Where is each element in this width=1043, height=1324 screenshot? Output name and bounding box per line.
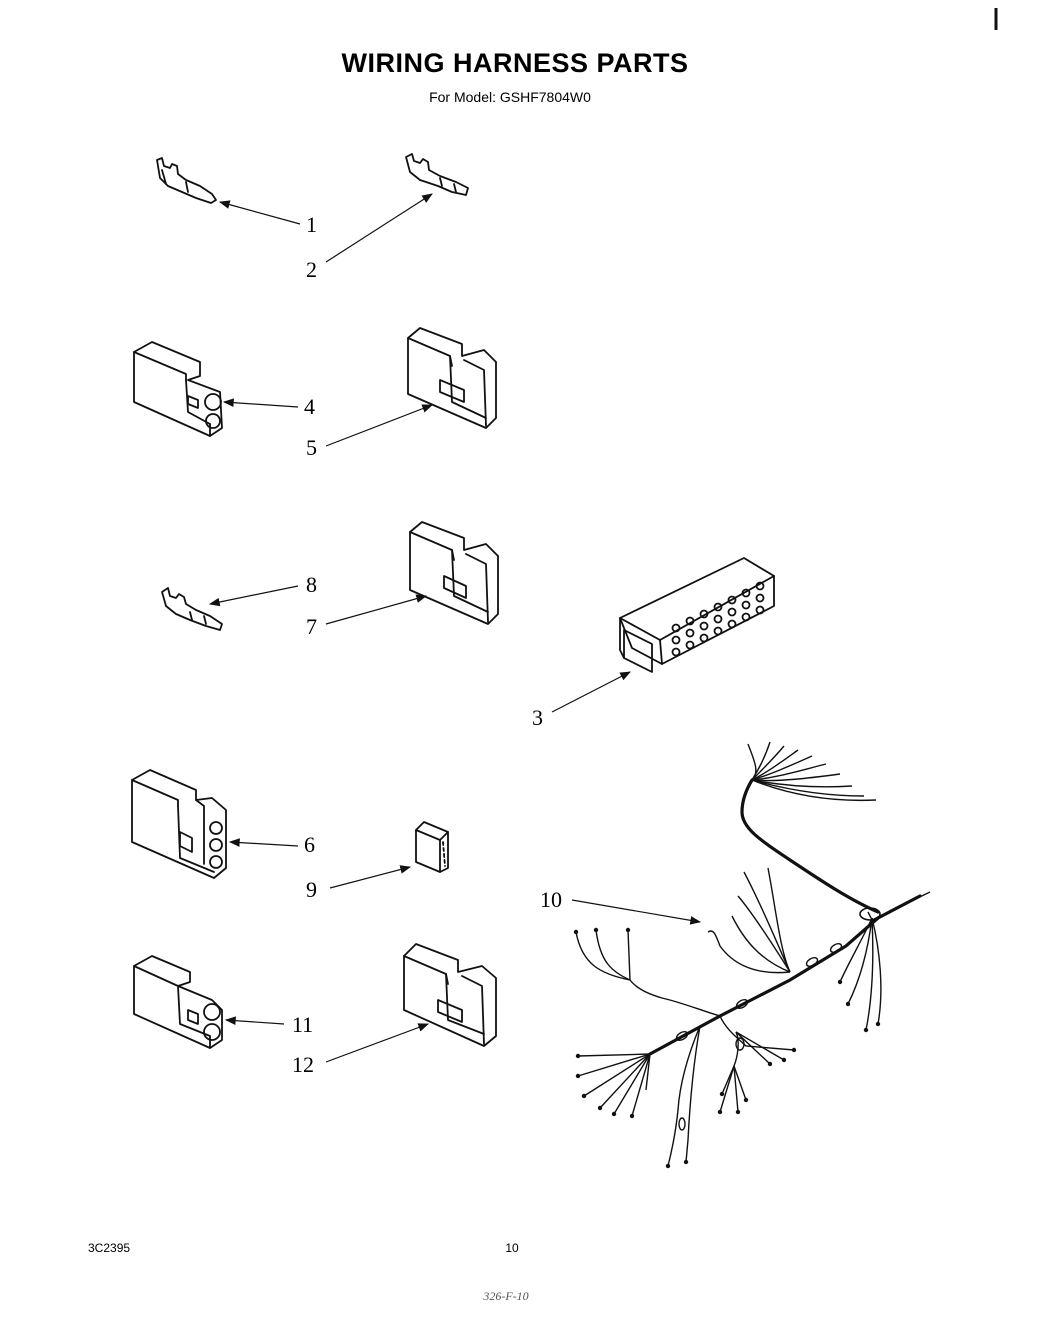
part-6-connector-housing-drawing <box>131 769 227 879</box>
part-3-leader <box>551 671 631 713</box>
callout-4: 4 <box>304 394 315 419</box>
callout-2: 2 <box>306 257 317 282</box>
part-12-leader <box>325 1023 430 1063</box>
callout-8: 8 <box>306 572 317 597</box>
part-11-connector-housing-drawing <box>133 955 223 1049</box>
harness-wire-ends <box>573 927 881 1169</box>
part-5-connector-housing-drawing <box>407 327 497 429</box>
part-4-leader <box>222 398 299 408</box>
page-number: 10 <box>505 1241 519 1255</box>
callout-1: 1 <box>306 212 317 237</box>
document-code: 3C2395 <box>88 1241 130 1255</box>
part-7-leader <box>325 594 428 625</box>
callout-11: 11 <box>292 1012 313 1037</box>
part-3-multipin-block-drawing <box>619 557 775 673</box>
page-title: WIRING HARNESS PARTS <box>341 48 688 78</box>
part-5-leader <box>325 404 434 447</box>
part-7-connector-housing-drawing <box>409 521 499 625</box>
part-10-wiring-harness-drawing <box>573 741 931 1169</box>
part-6-leader <box>228 838 299 847</box>
callout-7: 7 <box>306 614 317 639</box>
part-9-leader <box>329 865 412 889</box>
model-subtitle: For Model: GSHF7804W0 <box>429 89 591 105</box>
callout-6: 6 <box>304 832 315 857</box>
part-3-pin-holes <box>671 581 765 657</box>
part-2-terminal-drawing <box>405 153 469 196</box>
part-10-leader <box>571 899 702 925</box>
part-8-leader <box>208 585 299 607</box>
handwritten-note: 326-F-10 <box>482 1289 528 1303</box>
part-4-connector-housing-drawing <box>133 341 223 437</box>
part-11-leader <box>224 1016 285 1025</box>
part-2-leader <box>325 193 433 263</box>
part-1-terminal-drawing <box>156 157 217 204</box>
callout-9: 9 <box>306 877 317 902</box>
part-12-connector-housing-drawing <box>403 943 497 1047</box>
part-1-leader <box>218 200 301 225</box>
callout-10: 10 <box>540 887 562 912</box>
part-9-small-connector-drawing <box>415 821 449 873</box>
callout-5: 5 <box>306 435 317 460</box>
callout-12: 12 <box>292 1052 314 1077</box>
part-8-terminal-drawing <box>161 587 223 631</box>
callout-3: 3 <box>532 705 543 730</box>
